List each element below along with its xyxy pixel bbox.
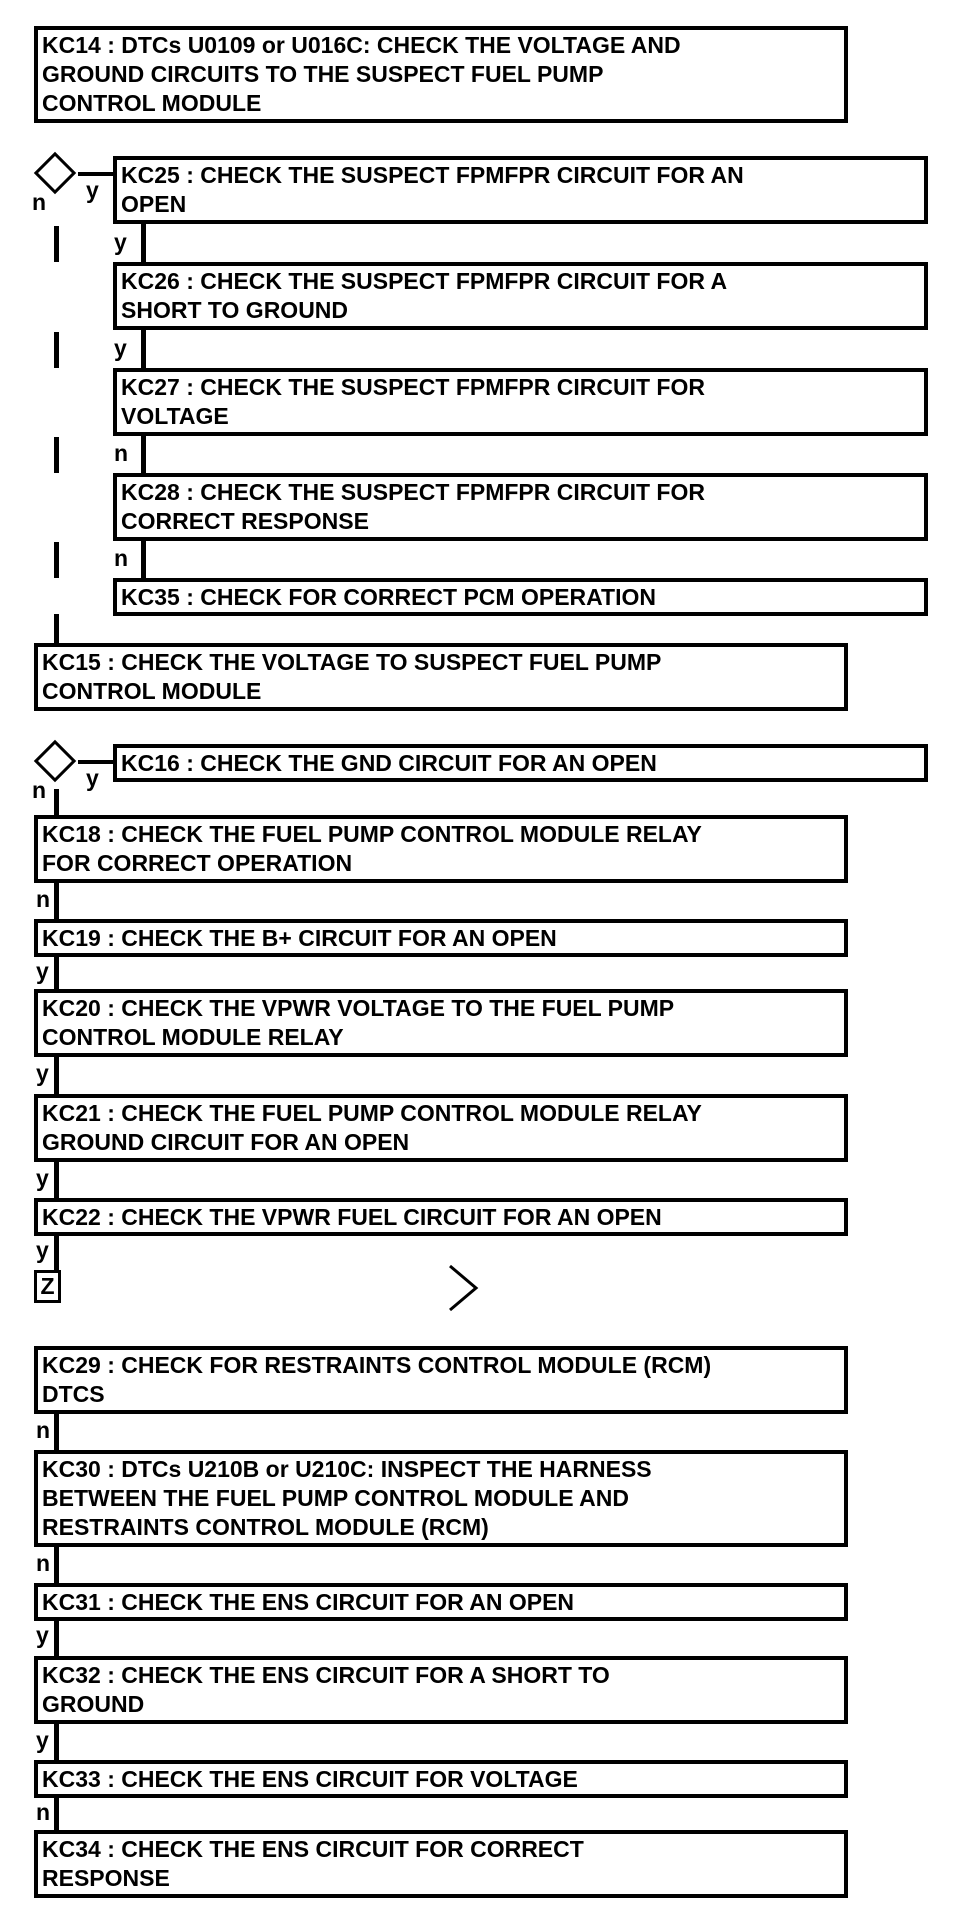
flow-node-kc32: KC32 : CHECK THE ENS CIRCUIT FOR A SHORT…: [34, 1656, 848, 1724]
connector-vline: [54, 1236, 59, 1270]
connector-vline: [54, 332, 59, 368]
branch-label-kc32-out: y: [36, 1727, 49, 1753]
continuation-chevron-icon: [449, 1264, 479, 1312]
branch-label-kc20-out: y: [36, 1060, 49, 1086]
connector-vline: [54, 1057, 59, 1094]
flow-node-kc35: KC35 : CHECK FOR CORRECT PCM OPERATION: [113, 578, 928, 616]
connector-vline: [54, 226, 59, 262]
branch-label-d1-no: n: [32, 189, 47, 215]
flow-node-kc25: KC25 : CHECK THE SUSPECT FPMFPR CIRCUIT …: [113, 156, 928, 224]
connector-vline: [54, 1162, 59, 1198]
connector-hline: [78, 172, 114, 176]
branch-label-kc29-out: n: [36, 1417, 51, 1443]
branch-label-kc30-out: n: [36, 1550, 51, 1576]
flow-node-kc27: KC27 : CHECK THE SUSPECT FPMFPR CIRCUIT …: [113, 368, 928, 436]
offpage-connector-z: Z: [34, 1270, 61, 1303]
flow-node-kc22: KC22 : CHECK THE VPWR FUEL CIRCUIT FOR A…: [34, 1198, 848, 1236]
connector-vline: [54, 542, 59, 578]
decision-diamond-2: [33, 739, 77, 783]
connector-vline: [54, 789, 59, 815]
flow-node-kc31: KC31 : CHECK THE ENS CIRCUIT FOR AN OPEN: [34, 1583, 848, 1621]
branch-label-d1-yes: y: [86, 177, 99, 203]
branch-label-kc22-out: y: [36, 1237, 49, 1263]
branch-label-kc19-out: y: [36, 958, 49, 984]
connector-vline: [141, 541, 146, 578]
branch-label-kc31-out: y: [36, 1622, 49, 1648]
connector-vline: [141, 224, 146, 262]
flow-node-kc14: KC14 : DTCs U0109 or U016C: CHECK THE VO…: [34, 26, 848, 123]
flow-node-kc33: KC33 : CHECK THE ENS CIRCUIT FOR VOLTAGE: [34, 1760, 848, 1798]
flow-node-kc19: KC19 : CHECK THE B+ CIRCUIT FOR AN OPEN: [34, 919, 848, 957]
connector-vline: [54, 437, 59, 473]
connector-vline: [54, 1798, 59, 1830]
connector-hline: [78, 760, 114, 764]
flow-node-kc18: KC18 : CHECK THE FUEL PUMP CONTROL MODUL…: [34, 815, 848, 883]
branch-label-kc33-out: n: [36, 1799, 51, 1825]
connector-vline: [141, 330, 146, 368]
connector-vline: [54, 1547, 59, 1583]
branch-label-kc26-out: y: [114, 335, 127, 361]
connector-vline: [141, 436, 146, 473]
flow-node-kc16: KC16 : CHECK THE GND CIRCUIT FOR AN OPEN: [113, 744, 928, 782]
connector-vline: [54, 1414, 59, 1450]
branch-label-kc25-out: y: [114, 229, 127, 255]
decision-diamond-1: [33, 151, 77, 195]
branch-label-d2-no: n: [32, 777, 47, 803]
branch-label-kc28-out: n: [114, 545, 129, 571]
connector-vline: [54, 883, 59, 919]
flow-node-kc29: KC29 : CHECK FOR RESTRAINTS CONTROL MODU…: [34, 1346, 848, 1414]
flow-node-kc20: KC20 : CHECK THE VPWR VOLTAGE TO THE FUE…: [34, 989, 848, 1057]
flow-node-kc28: KC28 : CHECK THE SUSPECT FPMFPR CIRCUIT …: [113, 473, 928, 541]
branch-label-kc18-out: n: [36, 886, 51, 912]
connector-vline: [54, 614, 59, 643]
flow-node-kc34: KC34 : CHECK THE ENS CIRCUIT FOR CORRECT…: [34, 1830, 848, 1898]
branch-label-kc21-out: y: [36, 1165, 49, 1191]
flow-node-kc26: KC26 : CHECK THE SUSPECT FPMFPR CIRCUIT …: [113, 262, 928, 330]
branch-label-d2-yes: y: [86, 765, 99, 791]
connector-vline: [54, 1621, 59, 1656]
flow-node-kc21: KC21 : CHECK THE FUEL PUMP CONTROL MODUL…: [34, 1094, 848, 1162]
branch-label-kc27-out: n: [114, 440, 129, 466]
connector-vline: [54, 1724, 59, 1760]
flow-node-kc15: KC15 : CHECK THE VOLTAGE TO SUSPECT FUEL…: [34, 643, 848, 711]
flow-node-kc30: KC30 : DTCs U210B or U210C: INSPECT THE …: [34, 1450, 848, 1547]
connector-vline: [54, 957, 59, 989]
